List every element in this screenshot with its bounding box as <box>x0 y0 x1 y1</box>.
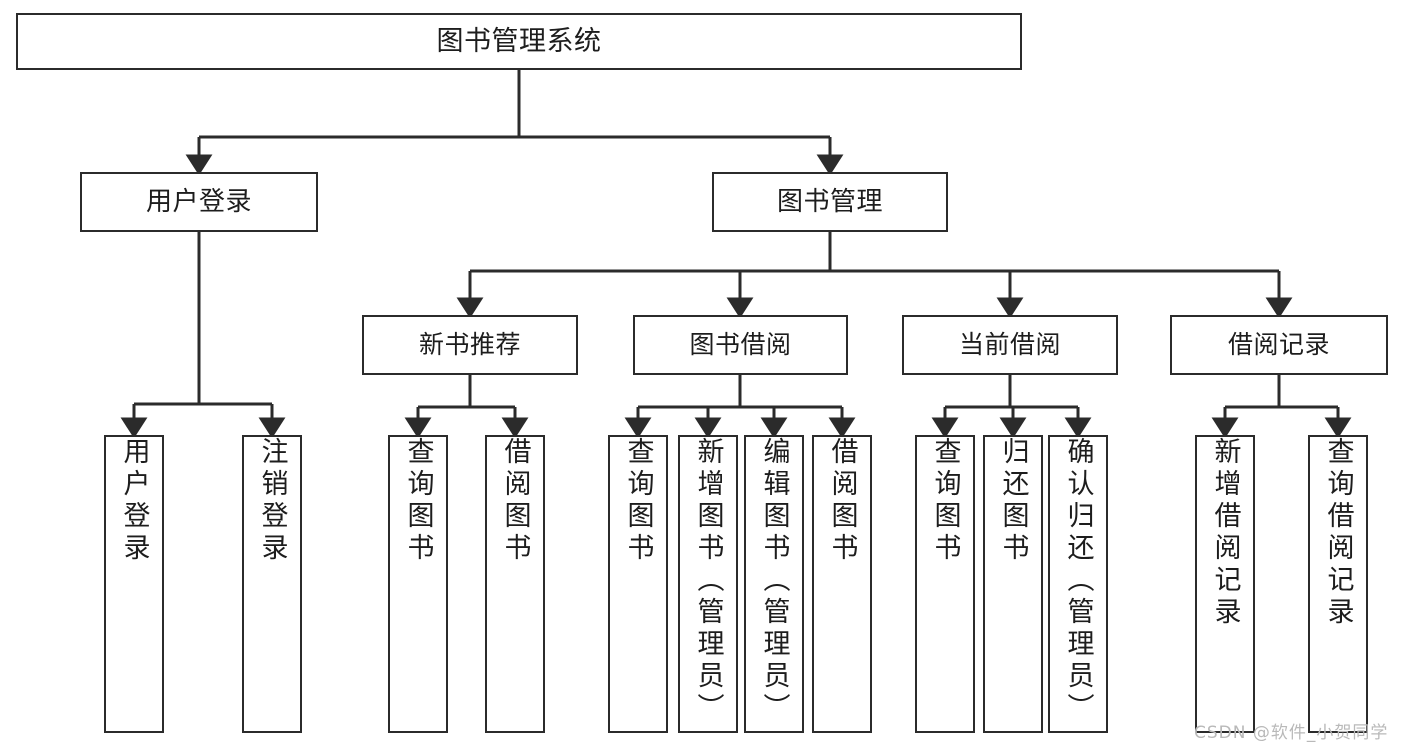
node-book-management-label: 图书管理 <box>776 186 883 217</box>
node-book-management[interactable]: 图书管理 <box>712 172 948 232</box>
node-leaf-query-book-1[interactable]: 查询图书 <box>388 435 448 733</box>
node-leaf-borrow-book-1[interactable]: 借阅图书 <box>485 435 545 733</box>
node-leaf-borrow-book-2-label: 借阅图书 <box>826 437 858 565</box>
node-book-borrow-label: 图书借阅 <box>689 330 792 360</box>
node-leaf-add-borrow-record-label: 新增借阅记录 <box>1209 437 1241 629</box>
node-user-login-label: 用户登录 <box>145 186 252 217</box>
node-leaf-query-borrow-record-label: 查询借阅记录 <box>1322 437 1354 629</box>
node-borrow-record[interactable]: 借阅记录 <box>1170 315 1388 375</box>
node-leaf-edit-book-admin[interactable]: 编辑图书（管理员） <box>744 435 804 733</box>
node-leaf-user-login-label: 用户登录 <box>118 437 150 565</box>
node-leaf-borrow-book-2[interactable]: 借阅图书 <box>812 435 872 733</box>
node-leaf-add-book-admin-label: 新增图书（管理员） <box>692 437 724 725</box>
node-current-borrow[interactable]: 当前借阅 <box>902 315 1118 375</box>
node-borrow-record-label: 借阅记录 <box>1227 330 1330 360</box>
node-current-borrow-label: 当前借阅 <box>958 330 1061 360</box>
node-leaf-logout[interactable]: 注销登录 <box>242 435 302 733</box>
node-leaf-add-borrow-record[interactable]: 新增借阅记录 <box>1195 435 1255 733</box>
node-leaf-borrow-book-1-label: 借阅图书 <box>499 437 531 565</box>
node-leaf-add-book-admin[interactable]: 新增图书（管理员） <box>678 435 738 733</box>
node-new-book-recommend-label: 新书推荐 <box>418 330 521 360</box>
node-leaf-return-book[interactable]: 归还图书 <box>983 435 1043 733</box>
node-leaf-confirm-return-admin-label: 确认归还（管理员） <box>1062 437 1094 725</box>
node-new-book-recommend[interactable]: 新书推荐 <box>362 315 578 375</box>
node-book-borrow[interactable]: 图书借阅 <box>633 315 848 375</box>
node-leaf-query-book-2-label: 查询图书 <box>622 437 654 565</box>
node-user-login[interactable]: 用户登录 <box>80 172 318 232</box>
csdn-watermark: CSDN @软件_小贺同学 <box>1194 723 1389 743</box>
node-leaf-edit-book-admin-label: 编辑图书（管理员） <box>758 437 790 725</box>
node-leaf-logout-label: 注销登录 <box>256 437 288 565</box>
node-leaf-query-book-1-label: 查询图书 <box>402 437 434 565</box>
node-leaf-confirm-return-admin[interactable]: 确认归还（管理员） <box>1048 435 1108 733</box>
node-root-label: 图书管理系统 <box>436 25 602 57</box>
node-leaf-return-book-label: 归还图书 <box>997 437 1029 565</box>
node-leaf-query-book-3-label: 查询图书 <box>929 437 961 565</box>
node-root[interactable]: 图书管理系统 <box>16 13 1022 70</box>
node-leaf-query-book-2[interactable]: 查询图书 <box>608 435 668 733</box>
node-leaf-query-borrow-record[interactable]: 查询借阅记录 <box>1308 435 1368 733</box>
node-leaf-user-login[interactable]: 用户登录 <box>104 435 164 733</box>
node-leaf-query-book-3[interactable]: 查询图书 <box>915 435 975 733</box>
